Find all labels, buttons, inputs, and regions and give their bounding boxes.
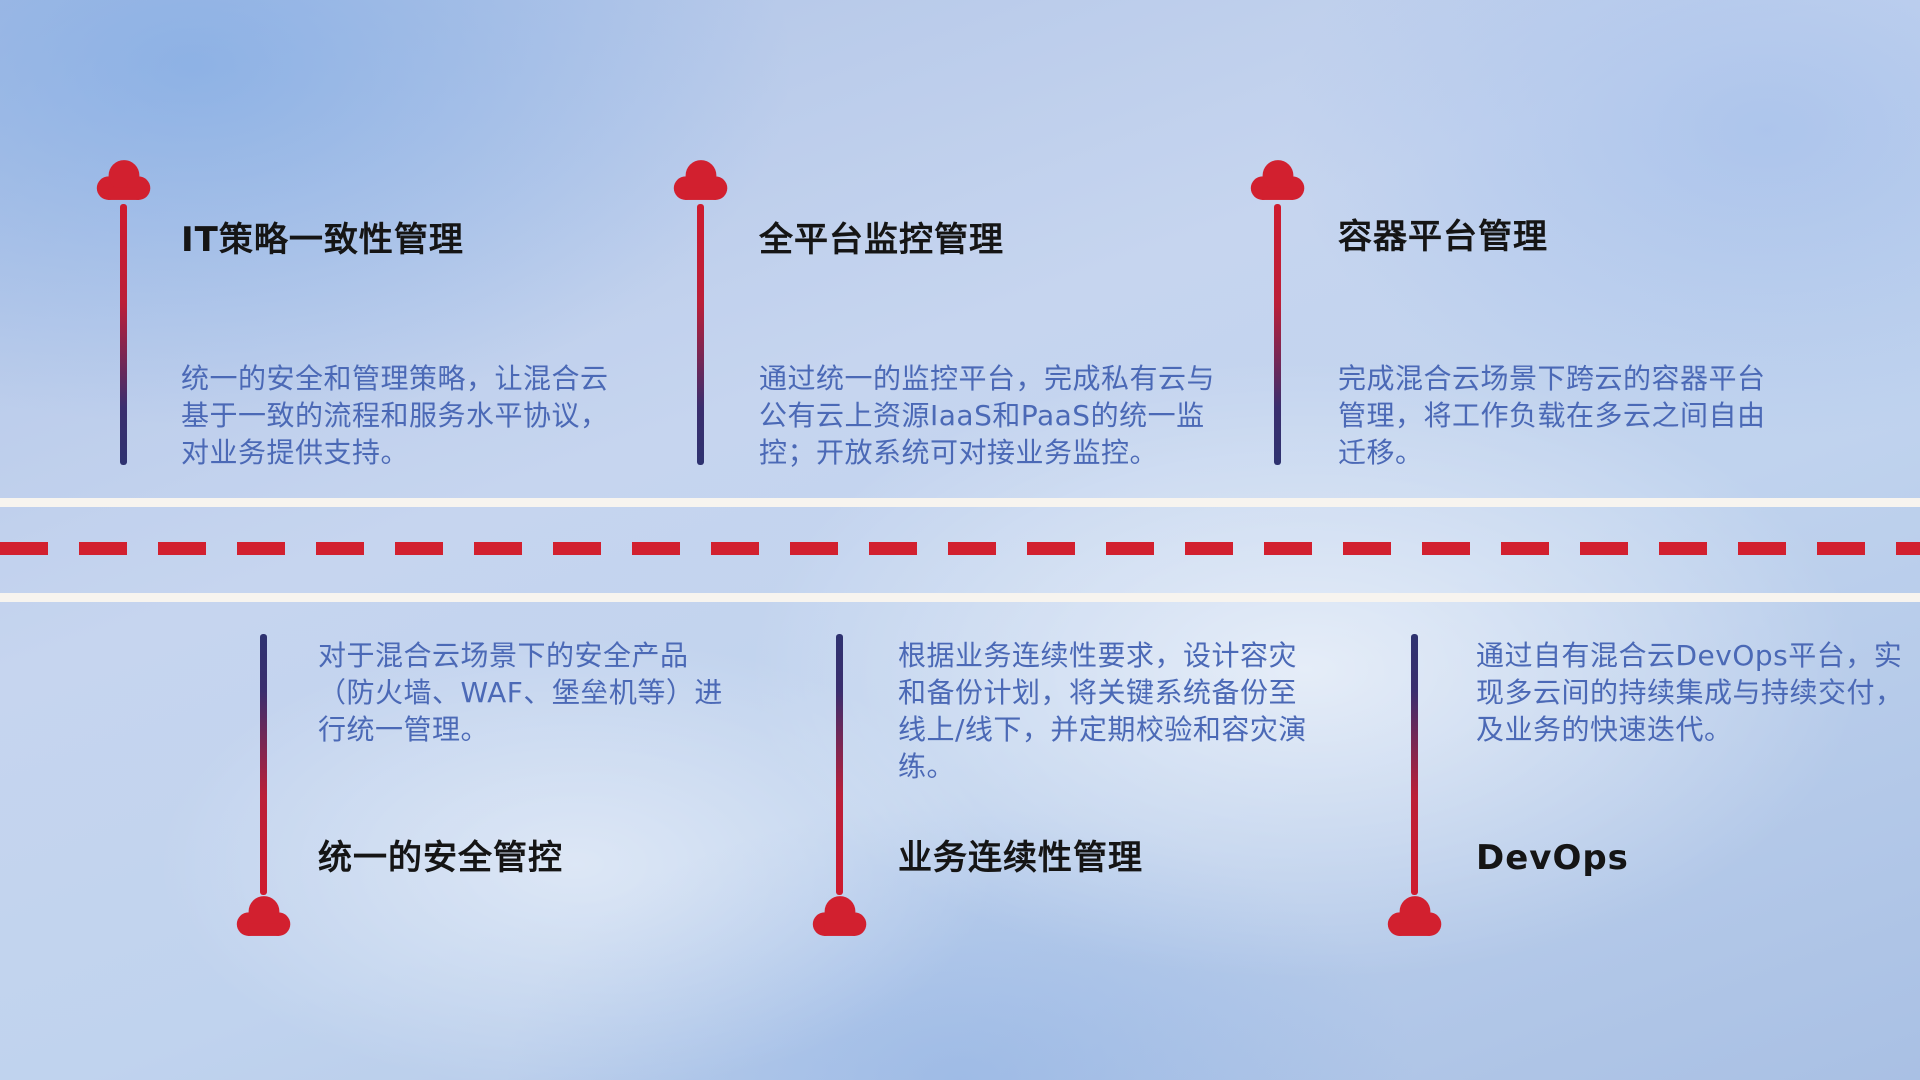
item-description: 根据业务连续性要求，设计容灾和备份计划，将关键系统备份至线上/线下，并定期校验和… bbox=[898, 639, 1307, 783]
road-bottom-line bbox=[0, 593, 1920, 602]
item-title: 容器平台管理 bbox=[1338, 217, 1548, 257]
timeline-stem bbox=[1274, 204, 1281, 465]
item-title: DevOps bbox=[1476, 838, 1629, 878]
item-title: 统一的安全管控 bbox=[318, 838, 563, 878]
item-title: 业务连续性管理 bbox=[898, 838, 1143, 878]
cloud-icon bbox=[1249, 158, 1307, 202]
cloud-icon bbox=[95, 158, 153, 202]
cloud-icon bbox=[811, 894, 869, 938]
cloud-icon bbox=[672, 158, 730, 202]
timeline-stem bbox=[836, 634, 843, 895]
item-title: 全平台监控管理 bbox=[759, 220, 1004, 260]
item-description: 通过统一的监控平台，完成私有云与公有云上资源IaaS和PaaS的统一监控；开放系… bbox=[759, 362, 1216, 469]
timeline-stem bbox=[697, 204, 704, 465]
cloud-icon bbox=[1386, 894, 1444, 938]
item-description: 通过自有混合云DevOps平台，实现多云间的持续集成与持续交付，及业务的快速迭代… bbox=[1476, 639, 1904, 746]
timeline-stem bbox=[1411, 634, 1418, 895]
item-title: IT策略一致性管理 bbox=[181, 220, 464, 260]
item-description: 完成混合云场景下跨云的容器平台管理，将工作负载在多云之间自由迁移。 bbox=[1338, 362, 1766, 469]
item-description: 统一的安全和管理策略，让混合云基于一致的流程和服务水平协议，对业务提供支持。 bbox=[181, 362, 609, 469]
road-top-line bbox=[0, 498, 1920, 507]
timeline-stem bbox=[120, 204, 127, 465]
timeline-stem bbox=[260, 634, 267, 895]
item-description: 对于混合云场景下的安全产品（防火墙、WAF、堡垒机等）进行统一管理。 bbox=[318, 639, 723, 746]
road-dashed-line bbox=[0, 542, 1920, 555]
cloud-icon bbox=[235, 894, 293, 938]
